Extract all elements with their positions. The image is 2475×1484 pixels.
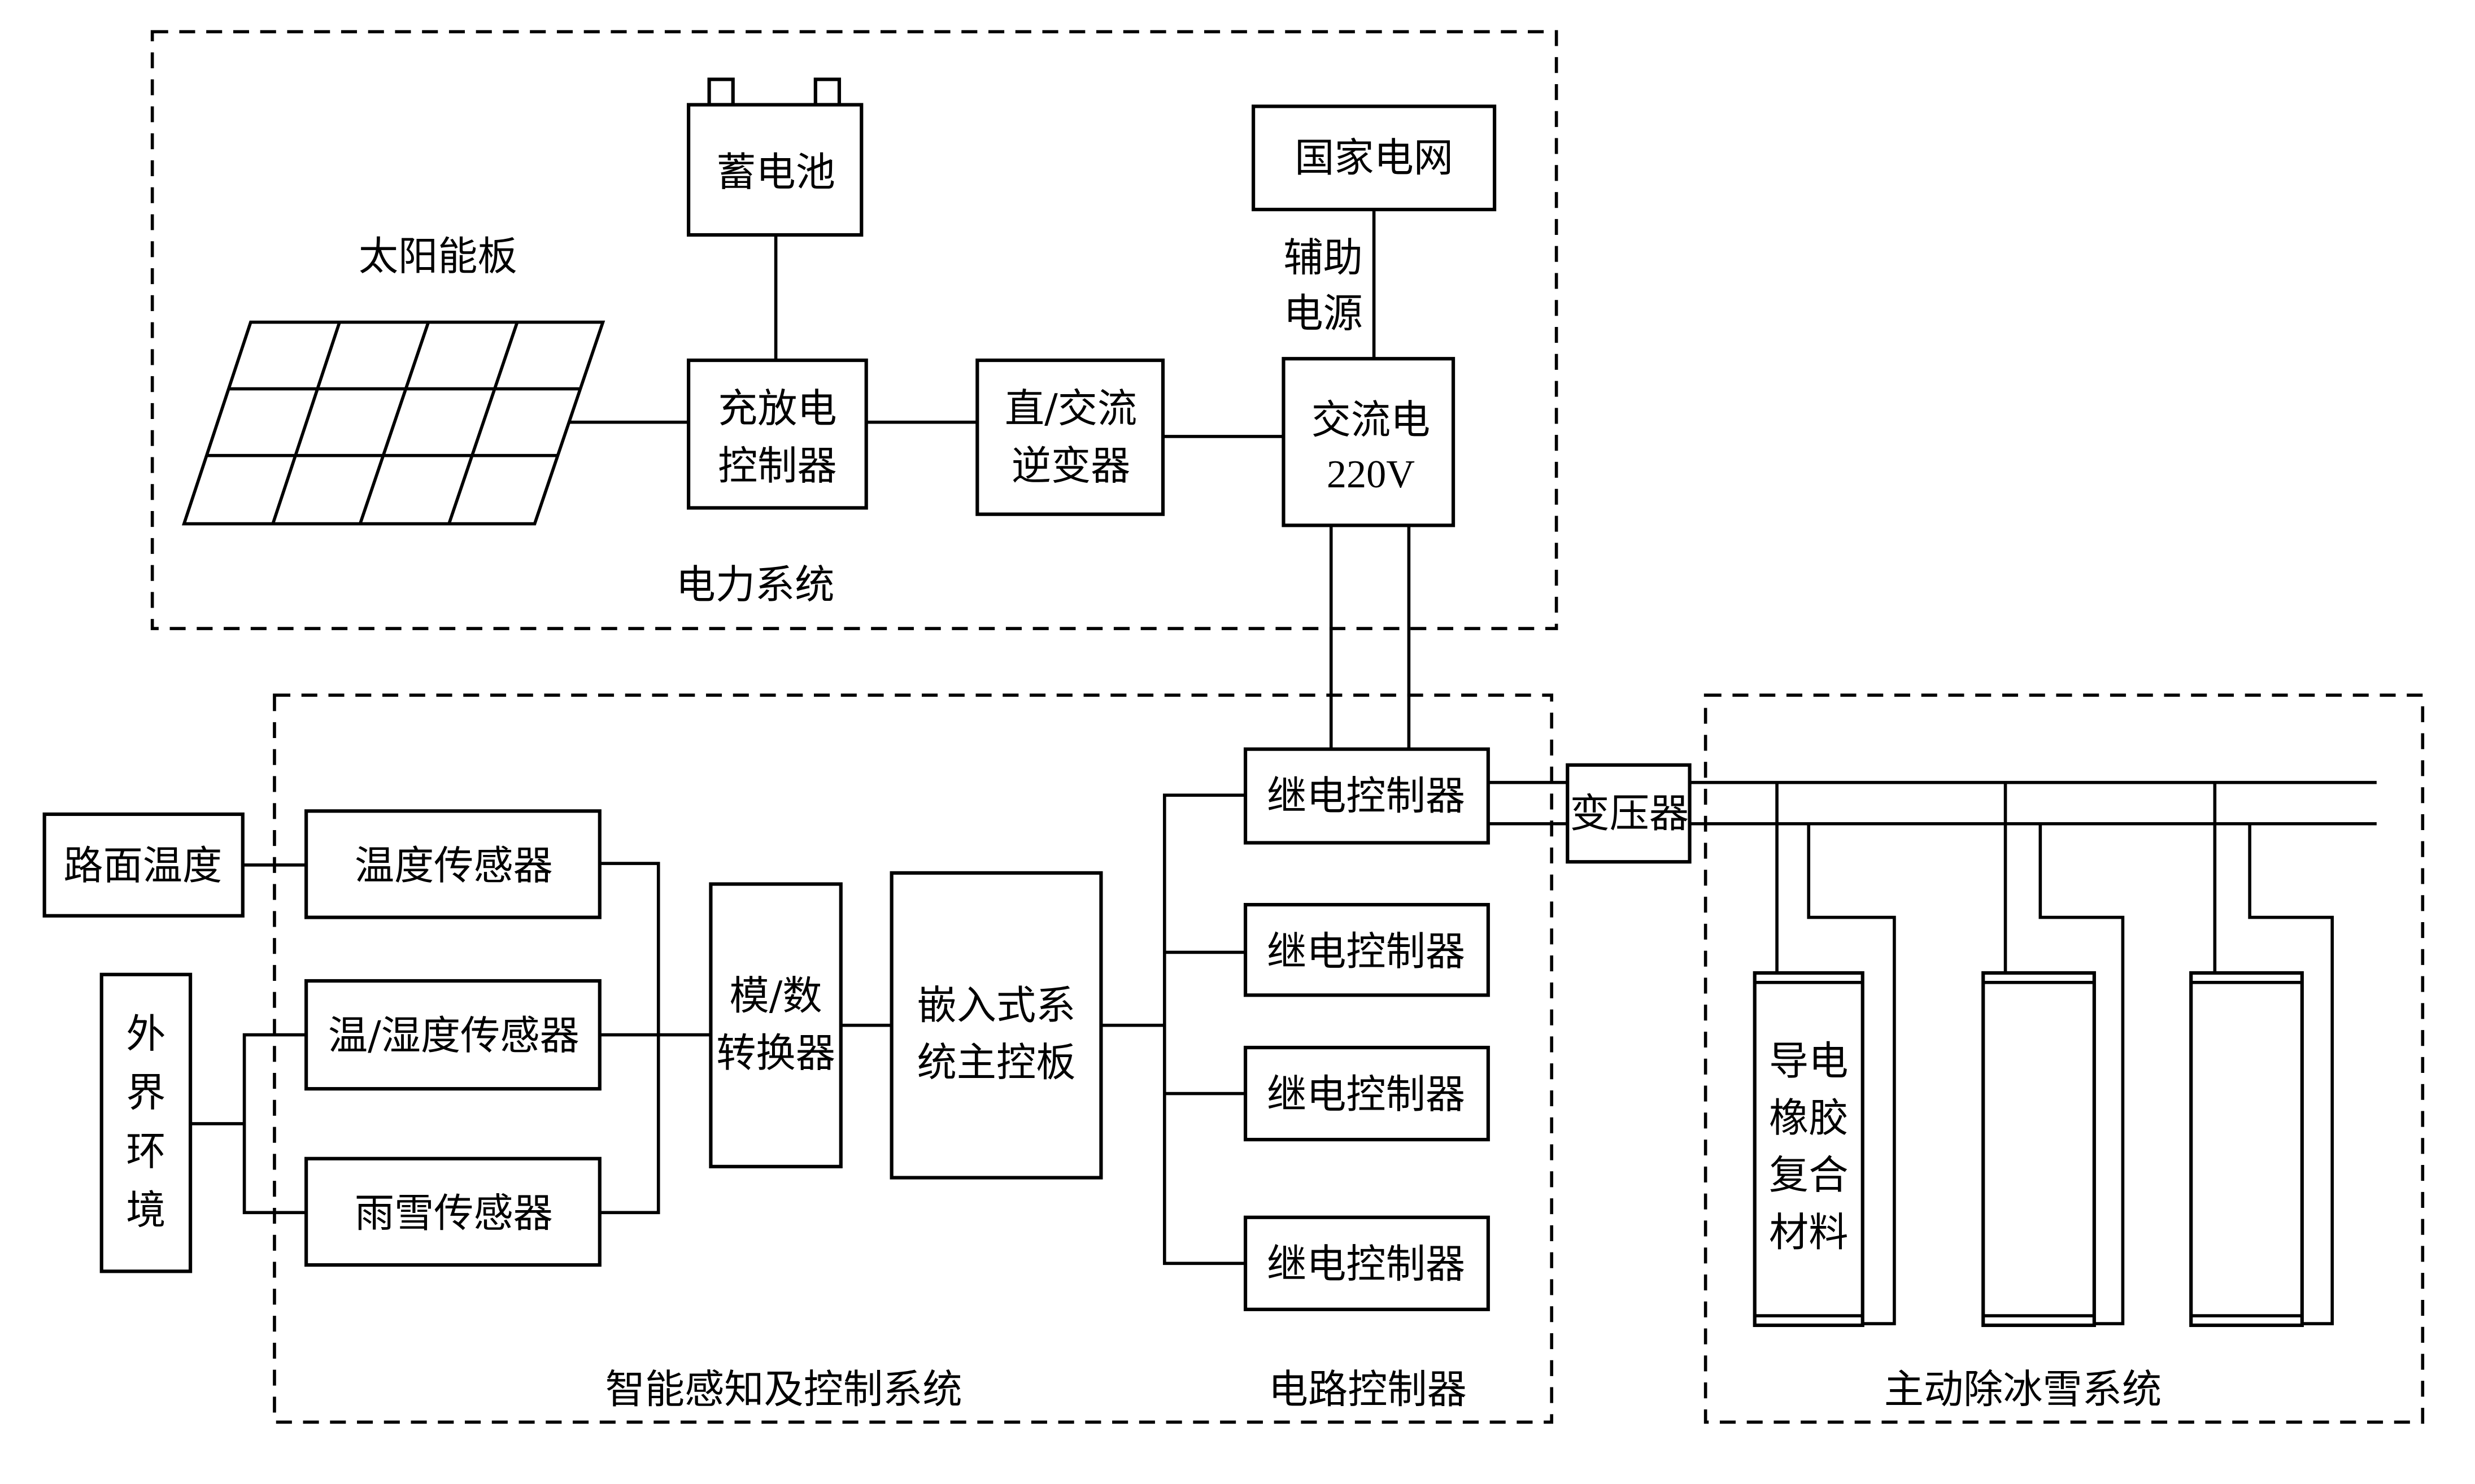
main-board-node: 嵌入式系 统主控板: [890, 871, 1103, 1180]
relay-controller-label: 继电控制器: [1267, 772, 1465, 819]
relay-controller-node: 继电控制器: [1243, 747, 1490, 845]
environment-label-char4: 境: [126, 1187, 165, 1233]
inverter-label-line2: 逆变器: [1012, 443, 1131, 489]
conductive-rubber-label-line4: 材料: [1769, 1209, 1848, 1255]
deicing-system-frame: [1703, 693, 2425, 1424]
environment-label-char2: 界: [126, 1070, 165, 1116]
inverter-label-line1: 直/交流: [1005, 386, 1137, 432]
road-temperature-label: 路面温度: [63, 843, 222, 889]
conductive-rubber-element: [2189, 782, 2334, 1328]
sensing-control-frame: [273, 693, 1553, 1424]
relay-controller-node: 继电控制器: [1243, 1045, 1490, 1142]
conductive-rubber-element: 导电 橡胶 复合 材料: [1753, 782, 1896, 1328]
ac-power-label-line2: 220V: [1327, 452, 1415, 496]
aux-power-label-line2: 电源: [1283, 290, 1362, 337]
conductive-rubber-label-line1: 导电: [1769, 1038, 1848, 1084]
power-system-label: 电力系统: [676, 562, 835, 608]
deicing-system-label: 主动除冰雪系统: [1884, 1367, 2162, 1413]
conductive-rubber-label-line2: 橡胶: [1769, 1095, 1848, 1141]
environment-label-char1: 外: [126, 1011, 165, 1057]
battery-node: 蓄电池: [687, 77, 864, 237]
battery-terminal-icon: [707, 77, 735, 107]
ac-power-node: 交流电 220V: [1282, 357, 1456, 527]
solar-panel-icon: [181, 320, 605, 526]
relay-controller-label: 继电控制器: [1267, 1071, 1465, 1118]
relay-controller-label: 继电控制器: [1267, 928, 1465, 975]
relay-controller-node: 继电控制器: [1243, 1215, 1490, 1311]
relay-controller-node: 继电控制器: [1243, 903, 1490, 997]
solar-panel-label: 太阳能板: [359, 233, 517, 280]
charge-controller-label-line1: 充放电: [718, 386, 837, 432]
conductive-rubber-label-line3: 复合: [1769, 1152, 1848, 1198]
charge-controller-label-line2: 控制器: [718, 443, 837, 489]
sensing-control-label: 智能感知及控制系统: [605, 1367, 962, 1413]
ad-converter-label-line1: 模/数: [730, 973, 822, 1019]
ac-power-label-line1: 交流电: [1311, 396, 1431, 443]
rain-snow-sensor-label: 雨雪传感器: [355, 1190, 553, 1237]
power-system-frame: [150, 30, 1558, 630]
humidity-sensor-node: 温/湿度传感器: [304, 979, 602, 1091]
ad-converter-label-line2: 转换器: [716, 1030, 835, 1076]
battery-label: 蓄电池: [716, 149, 835, 195]
relay-controller-label: 继电控制器: [1267, 1241, 1465, 1287]
humidity-sensor-label: 温/湿度传感器: [328, 1012, 579, 1059]
inverter-node: 直/交流 逆变器: [975, 358, 1165, 516]
national-grid-label: 国家电网: [1295, 135, 1453, 181]
battery-terminal-icon: [813, 77, 842, 107]
aux-power-label-line1: 辅助: [1283, 235, 1362, 281]
rain-snow-sensor-node: 雨雪传感器: [304, 1156, 602, 1267]
ad-converter-node: 模/数 转换器: [709, 882, 843, 1168]
national-grid-node: 国家电网: [1251, 104, 1497, 212]
temperature-sensor-label: 温度传感器: [355, 843, 553, 889]
environment-label-char3: 环: [126, 1128, 165, 1175]
temperature-sensor-node: 温度传感器: [304, 809, 602, 919]
charge-controller-node: 充放电 控制器: [687, 358, 868, 510]
main-board-label-line1: 嵌入式系: [917, 982, 1076, 1028]
conductive-rubber-element: [1981, 782, 2125, 1328]
road-temperature-node: 路面温度: [42, 812, 245, 918]
transformer-node: 变压器: [1566, 763, 1692, 864]
main-board-label-line2: 统主控板: [917, 1040, 1076, 1086]
circuit-controller-label: 电路控制器: [1269, 1367, 1467, 1413]
transformer-label: 变压器: [1570, 790, 1689, 836]
environment-node: 外 界 环 境: [99, 972, 193, 1273]
